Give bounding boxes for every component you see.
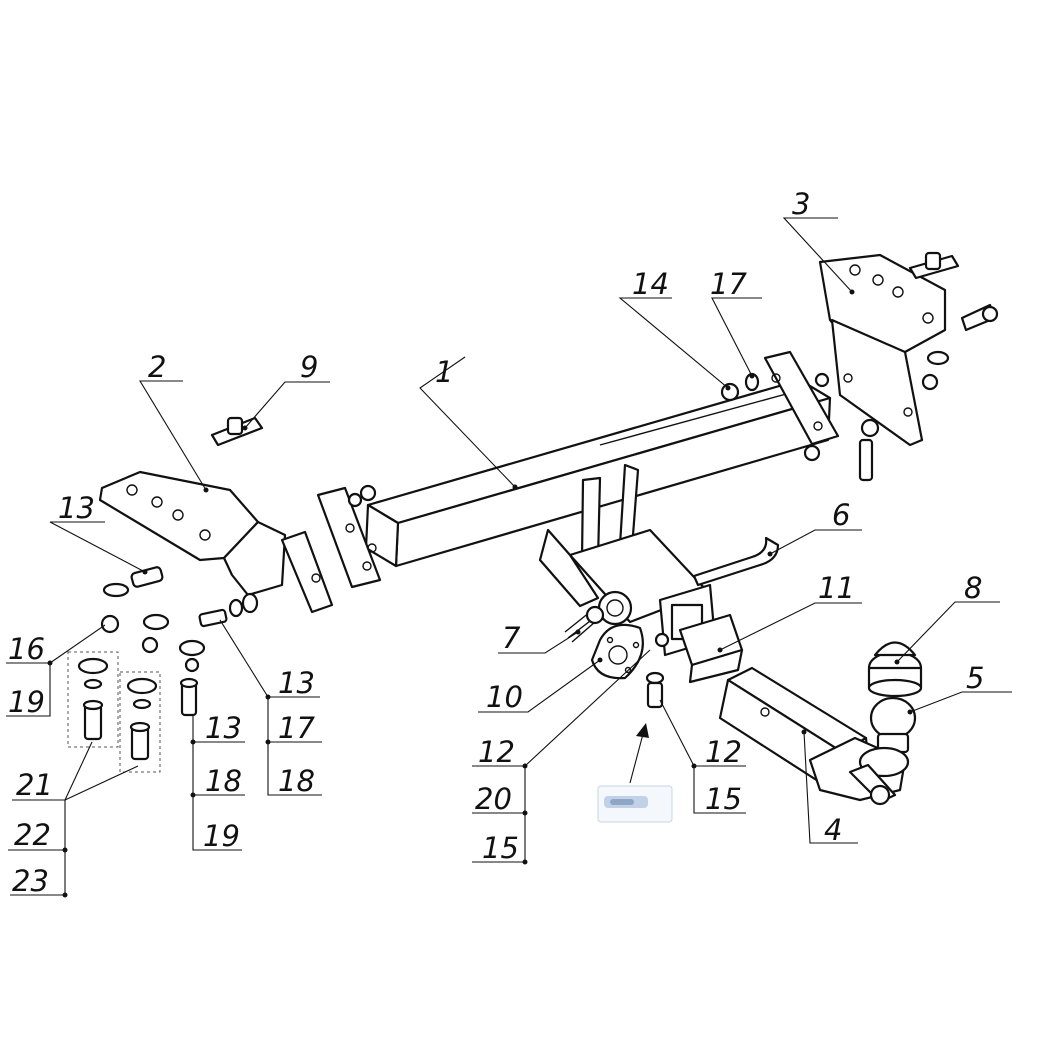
callout-11: 11	[818, 571, 855, 605]
safety-hook-6	[692, 536, 780, 587]
callout-18-mid: 18	[205, 764, 242, 798]
callout-9: 9	[300, 350, 318, 384]
callout-1: 1	[435, 355, 453, 389]
callout-21: 21	[16, 768, 53, 802]
callout-5: 5	[966, 661, 984, 695]
callout-13-mid: 13	[205, 711, 242, 745]
beam-right-end-plate	[763, 350, 840, 462]
ball-cap-8	[867, 641, 923, 698]
bolt-set-left	[67, 651, 119, 748]
bolt-set-right	[119, 671, 161, 773]
stamp-pointer	[629, 723, 649, 784]
callout-8: 8	[964, 571, 982, 605]
plate-nut-left	[210, 416, 264, 447]
callout-18-right: 18	[278, 764, 315, 798]
callout-13-top: 13	[58, 491, 95, 525]
callout-20: 20	[475, 782, 512, 816]
callout-19-mid: 19	[203, 819, 240, 853]
callout-3: 3	[792, 187, 810, 221]
plate-nut-right	[908, 251, 960, 280]
receiver-tube-11	[678, 613, 744, 684]
callout-17-top: 17	[710, 267, 747, 301]
left-hardware	[100, 566, 259, 717]
callout-17-right: 17	[278, 711, 315, 745]
callout-6: 6	[832, 498, 850, 532]
callout-16: 16	[8, 632, 45, 666]
callouts: 1 2 3 9 14 17 13 6 8	[6, 187, 1012, 898]
callout-12-left: 12	[478, 735, 515, 769]
beam-left-end-plate	[316, 484, 382, 589]
callout-19-left: 19	[8, 685, 45, 719]
right-bracket	[818, 253, 999, 447]
callout-2: 2	[148, 350, 166, 384]
callout-23: 23	[12, 864, 49, 898]
callout-7: 7	[502, 621, 521, 655]
main-cross-beam	[364, 378, 832, 568]
socket-flange-10	[590, 623, 644, 680]
blurred-stamp	[597, 785, 673, 823]
callout-15-right: 15	[705, 782, 742, 816]
left-bracket	[98, 470, 334, 614]
callout-4: 4	[824, 813, 842, 847]
bolt-12	[645, 632, 670, 709]
callout-15-left: 15	[482, 831, 519, 865]
nut-14	[720, 382, 740, 402]
callout-12-right: 12	[705, 735, 742, 769]
callout-14: 14	[632, 267, 669, 301]
tow-ball-5	[848, 696, 917, 806]
cotter-pin-7	[564, 605, 605, 643]
callout-13-right: 13	[278, 666, 315, 700]
callout-22: 22	[14, 818, 51, 852]
callout-10: 10	[486, 680, 523, 714]
right-bracket-hardware	[814, 350, 950, 482]
